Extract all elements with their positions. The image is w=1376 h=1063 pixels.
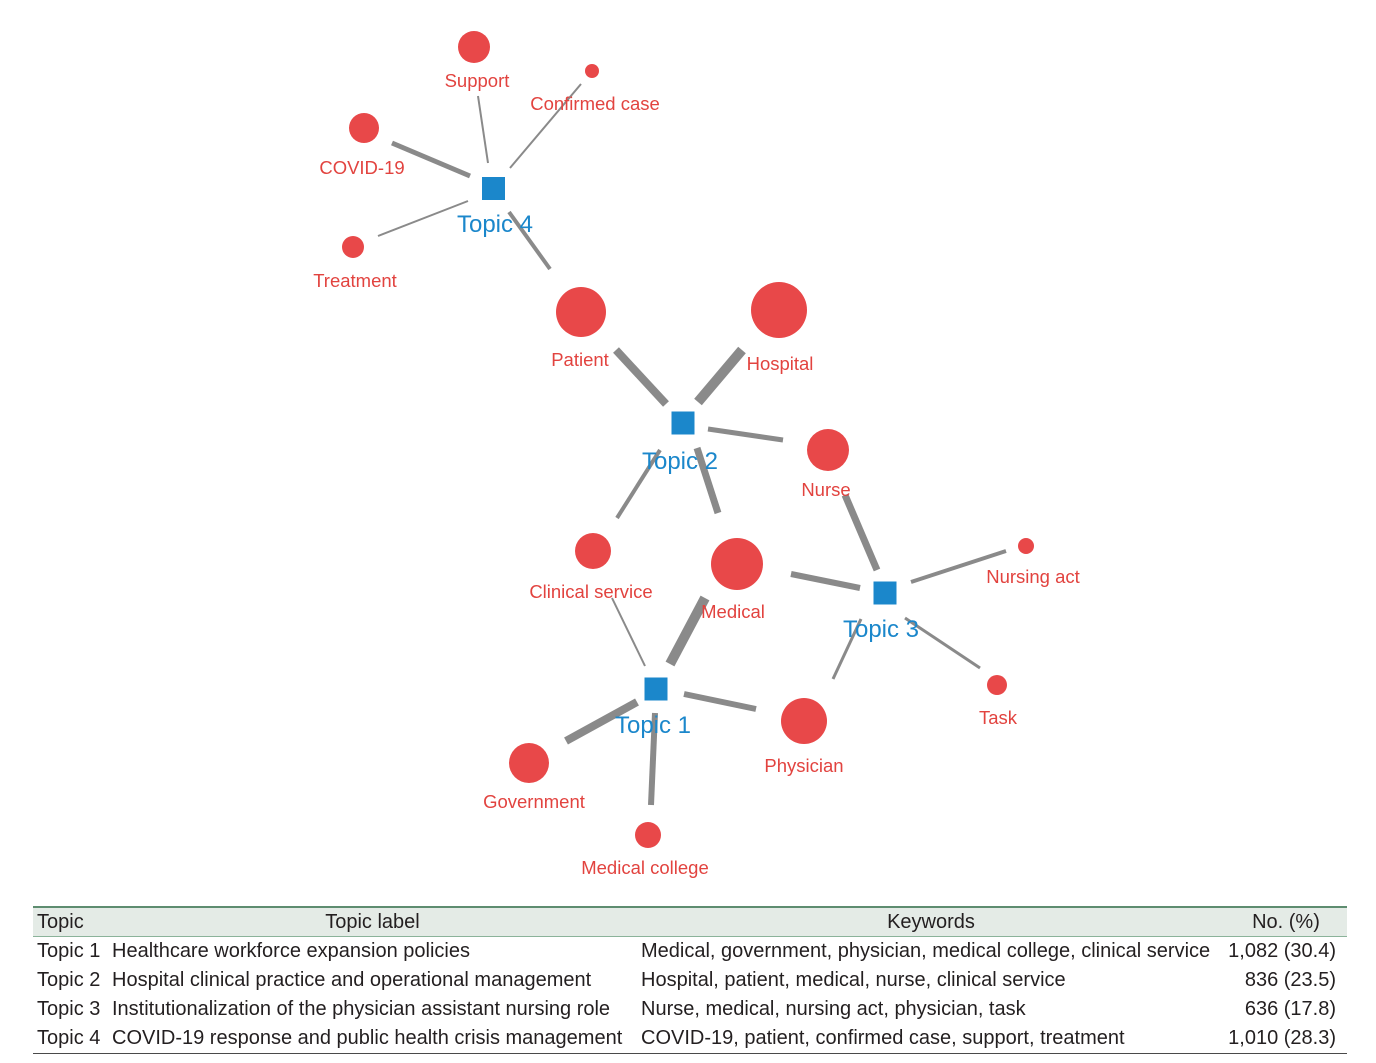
cell-topic: Topic 3 <box>37 998 101 1020</box>
keyword-label-treatment: Treatment <box>313 270 397 291</box>
cell-keywords: COVID-19, patient, confirmed case, suppo… <box>637 1024 1225 1054</box>
keyword-label-medical-college: Medical college <box>581 857 709 878</box>
table-row: Topic 4 COVID-19 response and public hea… <box>33 1024 1347 1054</box>
keyword-label-task: Task <box>979 707 1018 728</box>
edge-topic-3-medical <box>790 571 861 591</box>
keyword-label-support: Support <box>445 70 510 91</box>
keyword-node-support <box>458 31 490 63</box>
keyword-label-nursing-act: Nursing act <box>986 566 1080 587</box>
topic-label-topic-4: Topic 4 <box>457 211 533 238</box>
edge-topic-2-patient <box>613 347 669 407</box>
edge-topic-1-medical <box>665 595 710 667</box>
topic-node-topic-1 <box>644 677 668 701</box>
keyword-node-medical <box>711 538 763 590</box>
cell-count-percent: 636 (17.8) <box>1244 998 1336 1020</box>
edges-layer <box>377 83 1007 806</box>
edge-topic-1-medical-college <box>648 712 658 806</box>
nodes-layer <box>342 31 1034 848</box>
cell-count-percent: 836 (23.5) <box>1244 969 1336 991</box>
cell-keywords: Hospital, patient, medical, nurse, clini… <box>641 969 1066 991</box>
edge-topic-4-confirmed-case <box>509 83 582 169</box>
edge-topic-1-clinical-service <box>611 597 646 667</box>
cell-topic-label: Healthcare workforce expansion policies <box>112 940 470 962</box>
keyword-node-medical-college <box>635 822 661 848</box>
cell-keywords: Nurse, medical, nursing act, physician, … <box>641 998 1026 1020</box>
edge-topic-4-covid-19 <box>391 140 471 179</box>
cell-keywords: Medical, government, physician, medical … <box>641 940 1211 962</box>
cell-count-percent: 1,082 (30.4) <box>1228 940 1336 962</box>
keyword-label-confirmed-case: Confirmed case <box>530 93 660 114</box>
cell-topic-label: Hospital clinical practice and operation… <box>112 969 592 991</box>
table-row: Topic 1 Healthcare workforce expansion p… <box>33 937 1347 967</box>
cell-topic-label: Institutionalization of the physician as… <box>112 998 611 1020</box>
keyword-node-covid-19 <box>349 113 379 143</box>
edge-topic-2-hospital <box>694 346 746 406</box>
keyword-label-hospital: Hospital <box>747 353 814 374</box>
cell-topic: Topic 1 <box>37 940 101 962</box>
edge-topic-3-nurse <box>841 493 881 572</box>
keyword-label-physician: Physician <box>764 755 843 776</box>
table-row: Topic 3 Institutionalization of the phys… <box>33 995 1347 1024</box>
keyword-node-clinical-service <box>575 533 611 569</box>
table-header-row: Topic Topic label Keywords No. (%) <box>33 906 1347 937</box>
topic-node-topic-4 <box>482 177 505 200</box>
topic-node-topic-2 <box>671 411 695 435</box>
keyword-node-nurse <box>807 429 849 471</box>
keyword-label-government: Government <box>483 791 585 812</box>
cell-count-percent: 1,010 (28.3) <box>1225 1024 1347 1054</box>
keyword-node-government <box>509 743 549 783</box>
keyword-label-medical: Medical <box>701 601 765 622</box>
keyword-node-patient <box>556 287 606 337</box>
keyword-label-clinical-service: Clinical service <box>529 581 652 602</box>
keyword-node-nursing-act <box>1018 538 1034 554</box>
topic-label-topic-2: Topic 2 <box>642 448 718 475</box>
edge-topic-2-nurse <box>707 426 784 443</box>
topic-summary-table: Topic Topic label Keywords No. (%) Topic… <box>33 906 1347 1054</box>
keyword-node-physician <box>781 698 827 744</box>
edge-topic-4-patient <box>507 210 552 271</box>
keyword-node-treatment <box>342 236 364 258</box>
edge-topic-1-government <box>564 698 639 745</box>
keyword-label-nurse: Nurse <box>801 479 850 500</box>
keyword-node-hospital <box>751 282 807 338</box>
header-count-percent: No. (%) <box>1225 906 1347 937</box>
topic-label-topic-1: Topic 1 <box>615 712 691 739</box>
keyword-label-covid-19: COVID-19 <box>319 157 404 178</box>
cell-topic-label: COVID-19 response and public health cris… <box>108 1024 637 1054</box>
cell-topic: Topic 4 <box>33 1024 108 1054</box>
edge-topic-1-physician <box>683 691 757 712</box>
table-row: Topic 2 Hospital clinical practice and o… <box>33 966 1347 995</box>
edge-topic-3-physician <box>831 618 863 680</box>
edge-topic-3-nursing-act <box>910 549 1007 584</box>
edge-topic-4-treatment <box>377 200 469 237</box>
header-topic: Topic <box>33 906 108 937</box>
header-keywords: Keywords <box>637 906 1225 937</box>
edge-topic-2-clinical-service <box>615 448 662 520</box>
topic-label-topic-3: Topic 3 <box>843 616 919 643</box>
cell-topic: Topic 2 <box>37 969 101 991</box>
edge-topic-2-medical <box>693 446 722 515</box>
keyword-label-patient: Patient <box>551 349 609 370</box>
keyword-node-confirmed-case <box>585 64 599 78</box>
topic-summary-table-container: Topic Topic label Keywords No. (%) Topic… <box>33 906 1347 1054</box>
topic-node-topic-3 <box>873 581 897 605</box>
keyword-node-task <box>987 675 1007 695</box>
header-topic-label: Topic label <box>108 906 637 937</box>
edge-topic-3-task <box>904 616 981 670</box>
edge-topic-4-support <box>477 95 489 164</box>
